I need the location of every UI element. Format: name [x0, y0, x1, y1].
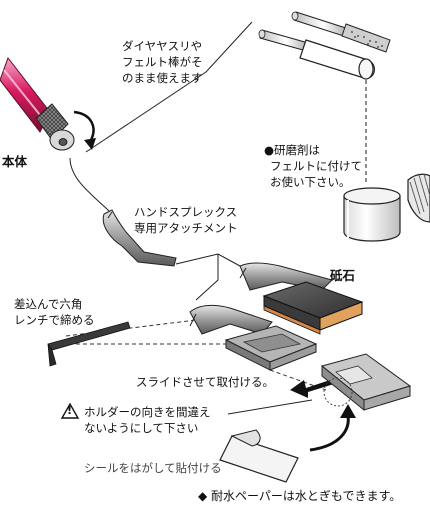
label-hex-wrench: 差込んで六角 レンチで締める — [14, 296, 95, 328]
bracket-lines — [195, 253, 241, 301]
caution-line-2: ないようにして下さい — [84, 421, 199, 435]
jar-lid — [407, 173, 430, 223]
whetstone-assembly — [239, 262, 364, 335]
felt-stick — [258, 29, 375, 80]
label-body: 本体 — [2, 154, 28, 169]
footer-note: ◆ 耐水ペーパーは水とぎもできます。 — [198, 489, 402, 503]
caution-mark: ! — [67, 404, 73, 417]
hex-wrench-line-1: 差込んで六角 — [14, 297, 83, 311]
slide-arrow-icon — [290, 380, 334, 398]
holder-plate — [320, 353, 412, 412]
attachment-line-2: 専用アタッチメント — [134, 221, 238, 235]
curved-arrow-icon — [309, 404, 356, 452]
handspress-attachment — [102, 209, 177, 267]
usable-tools-line-2: フェルト棒がそ — [122, 55, 203, 69]
diamond-file — [291, 11, 391, 53]
hex-wrench-line-2: レンチで締める — [14, 313, 95, 327]
callout-line-tools — [85, 21, 253, 153]
callout-line-attachment — [69, 157, 111, 213]
label-slide: スライドさせて取付ける。 — [136, 375, 274, 389]
usable-tools-line-3: のまま使えます — [122, 71, 203, 85]
handpiece — [0, 56, 75, 151]
attachment-line-1: ハンドスプレックス — [134, 205, 238, 219]
rotation-arrow-icon — [73, 110, 96, 150]
compound-line-1: ●研磨剤は — [264, 143, 321, 157]
compound-jar — [343, 187, 401, 242]
usable-tools-line-1: ダイヤヤスリや — [122, 39, 203, 53]
caution-line-1: ホルダーの向きを間違え — [84, 405, 211, 419]
label-caution: ホルダーの向きを間違え ないようにして下さい — [84, 404, 211, 436]
compound-line-3: お使い下さい。 — [270, 175, 351, 189]
abrasive-sticker — [219, 429, 299, 483]
caution-pointer — [227, 399, 313, 415]
holder-assembly — [189, 304, 318, 371]
label-attachment: ハンドスプレックス 専用アタッチメント — [134, 204, 238, 236]
hex-wrench — [47, 321, 131, 367]
label-sticker: シールをはがして貼付ける — [84, 461, 222, 475]
label-usable-tools: ダイヤヤスリや フェルト棒がそ のまま使えます — [122, 38, 203, 86]
callout-line-assembly — [175, 253, 219, 265]
caution-icon — [60, 402, 80, 419]
compound-line-2: フェルトに付けて — [270, 159, 362, 173]
label-compound: ●研磨剤は フェルトに付けて お使い下さい。 — [264, 142, 362, 190]
label-whetstone: 砥石 — [330, 268, 356, 283]
